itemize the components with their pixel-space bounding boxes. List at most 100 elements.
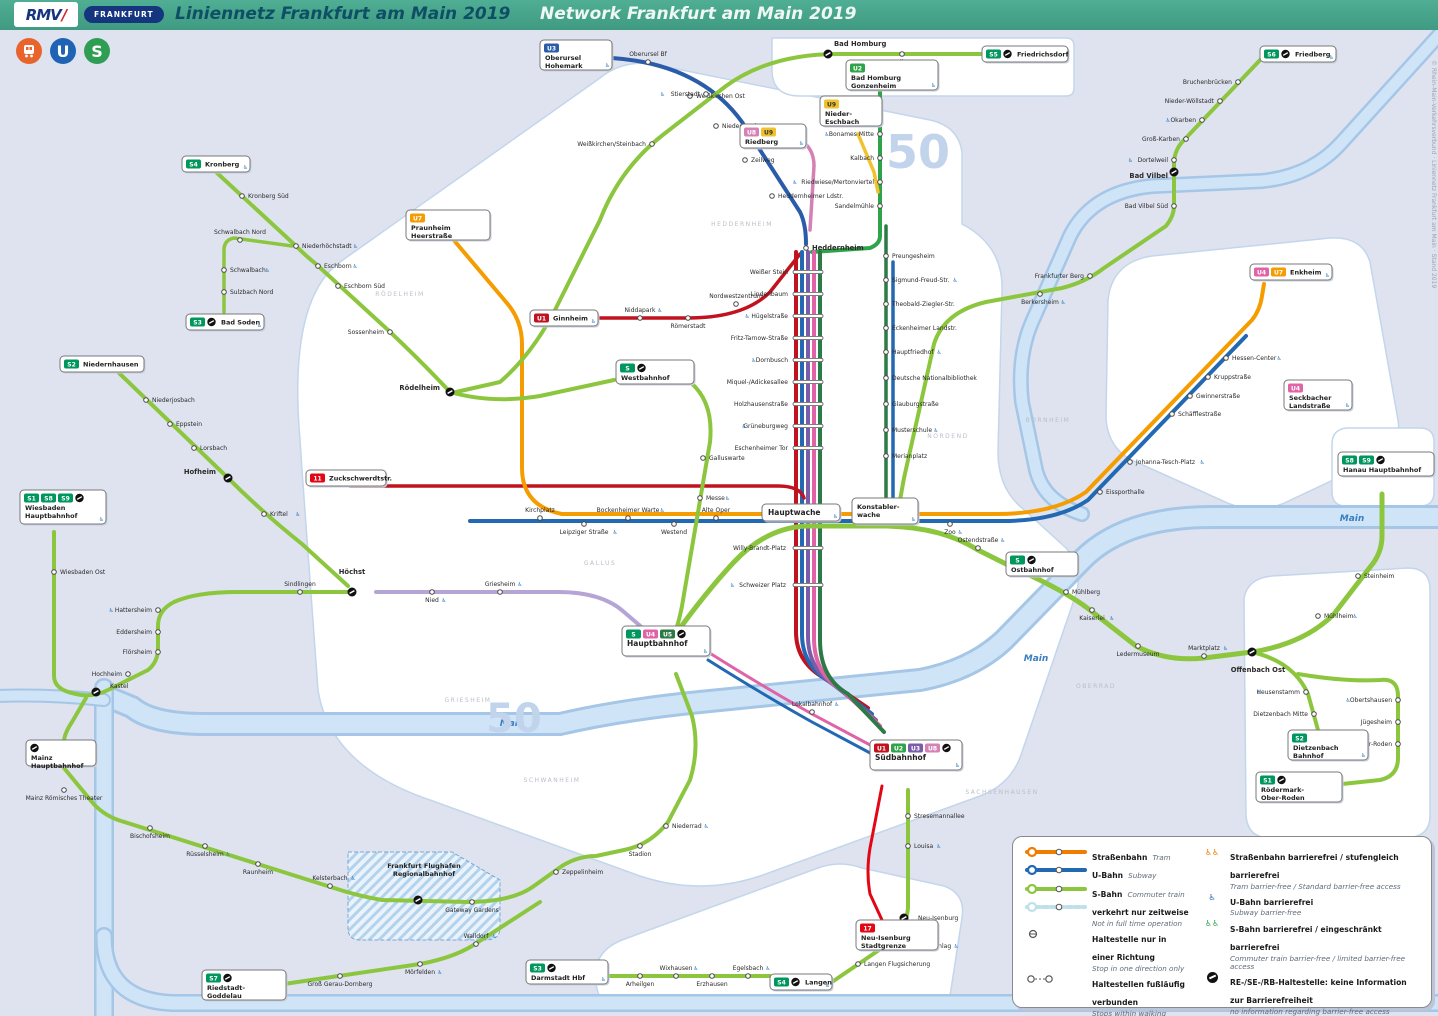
legend-right-column: ♿♿Straßenbahn barrierefrei / stufengleic… — [1199, 846, 1421, 1016]
line-badge-label: 17 — [863, 925, 871, 932]
wheelchair-icon: ♿ — [441, 598, 446, 604]
station-label: Dornbusch — [756, 357, 788, 364]
station-dot — [697, 495, 703, 501]
station-label: Mühlberg — [1072, 589, 1100, 596]
wheelchair-icon: ♿ — [799, 141, 804, 147]
station-dot — [1217, 98, 1223, 104]
station-dot — [671, 521, 677, 527]
transit-line — [1296, 672, 1400, 786]
line-badge-label: S7 — [209, 975, 218, 982]
station-dot — [1127, 459, 1133, 465]
station-label: Kelsterbach — [312, 875, 347, 882]
station-dot — [51, 569, 57, 575]
terminal-box-frame — [845, 59, 939, 91]
line-badge-label: U1 — [537, 315, 546, 322]
station-label: Egelsbach — [733, 965, 764, 972]
station-label: Zeilweg — [751, 157, 775, 164]
terminal-box-label: Nieder- — [825, 110, 852, 118]
station-label: Hauptfriedhof — [892, 349, 934, 356]
station-dot — [877, 131, 883, 137]
line-badge-label: S9 — [61, 495, 70, 502]
tariff-zone-shape — [1243, 567, 1431, 839]
station-dot — [147, 825, 153, 831]
wheelchair-icon: ♿♿ — [1204, 919, 1220, 929]
transit-line — [818, 250, 886, 734]
line-badge-label: S8 — [1345, 457, 1354, 464]
line-badge — [1260, 775, 1275, 785]
legend-text: S-Bahn Commuter train — [1092, 883, 1185, 901]
station-dot — [1171, 203, 1177, 209]
wheelchair-icon: ♿ — [936, 844, 941, 850]
station-label: Hessen-Center — [1232, 355, 1277, 362]
db-station-glyph — [1171, 169, 1177, 175]
line-badge — [1288, 383, 1303, 393]
station-dot — [700, 455, 706, 461]
line-badge — [824, 99, 839, 109]
wheelchair-icon: ♿ — [955, 763, 960, 769]
legend-icon — [1023, 928, 1087, 940]
station-label: Walldorf — [464, 933, 490, 940]
db-station-glyph — [1278, 778, 1285, 782]
wheelchair-icon: ♿ — [730, 583, 735, 589]
line-badge — [774, 977, 789, 987]
station-label: Okarben — [1170, 117, 1196, 124]
wheelchair-icon: ♿ — [1223, 646, 1228, 652]
wheelchair-icon: ♿ — [825, 983, 830, 989]
transit-line — [52, 530, 354, 698]
station-dot — [703, 91, 709, 97]
terminal-box-label: Hanau Hauptbahnhof — [1343, 466, 1421, 474]
airport-fare-zone — [347, 851, 501, 941]
terminal-box-label: Bahnhof — [1293, 752, 1324, 760]
station-dot — [1089, 607, 1095, 613]
station-label: Steinheim — [1364, 573, 1394, 580]
station-label: Kastel — [110, 683, 129, 690]
line-badge-label: S5 — [989, 51, 998, 58]
terminal-box-frame — [615, 359, 695, 385]
wheelchair-icon: ♿ — [1200, 460, 1205, 466]
line-badge-label: U9 — [764, 129, 773, 136]
legend-swatch-ubahn — [1025, 865, 1087, 876]
station-label: Nieder-Wöllstadt — [1165, 98, 1215, 105]
station-label: Johanna-Tesch-Platz — [1135, 459, 1195, 466]
station-dot — [1097, 489, 1103, 495]
trunk-station-tick — [792, 357, 824, 362]
transit-line — [706, 650, 874, 748]
line-badge — [643, 629, 658, 639]
terminal-box-label: Eschbach — [825, 118, 860, 126]
station-label: Kirchplatz — [525, 507, 555, 514]
station-dot — [855, 961, 861, 967]
wheelchair-icon: ♿ — [751, 358, 756, 364]
station-label: Erzhausen — [696, 981, 728, 988]
station-label: Heddernheim — [812, 244, 864, 252]
legend-label-de: verkehrt nur zeitweise — [1092, 908, 1189, 918]
station-dot — [645, 59, 651, 65]
line-badge — [874, 743, 889, 753]
station-label: Nordwestzentrum — [709, 293, 763, 300]
legend-label-de: U-Bahn — [1092, 871, 1124, 881]
terminal-box-label: Ober-Roden — [1261, 794, 1305, 802]
terminal-box-label: Hohemark — [545, 62, 583, 70]
station-label: Lindenbaum — [751, 291, 788, 298]
station-dot — [687, 93, 693, 99]
terminal-box-label: Hauptbahnhof — [31, 762, 84, 770]
line-badge-label: S4 — [777, 979, 786, 986]
wheelchair-icon: ♿ — [517, 582, 522, 588]
transit-line — [222, 236, 294, 314]
wheelchair-icon: ♿ — [1166, 118, 1171, 124]
line-badge — [530, 963, 545, 973]
legend-swatch-dot — [1028, 929, 1038, 938]
transit-line — [594, 252, 802, 320]
transit-line — [454, 52, 986, 394]
station-label: Ostendstraße — [958, 537, 999, 544]
wheelchair-icon: ♿ — [1000, 538, 1005, 544]
terminal-box-frame — [405, 209, 491, 241]
